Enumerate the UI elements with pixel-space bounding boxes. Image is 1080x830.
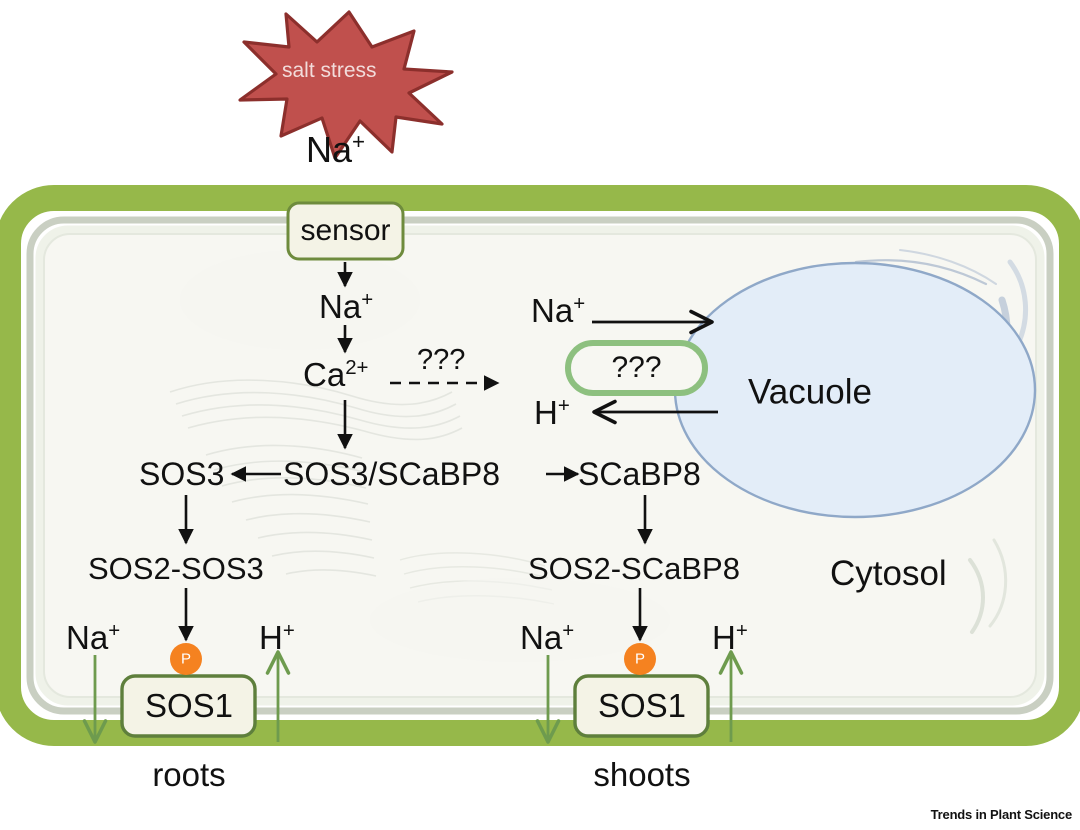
tonoplast-na-label: Na+: [531, 292, 586, 329]
shoots-h-label: H+: [712, 619, 748, 656]
extracellular-na-label: Na+Na+: [306, 129, 366, 170]
phospho-badge-shoots-label: P: [634, 650, 646, 668]
tonoplast-flux-arrows: [592, 309, 718, 425]
signalling-arrows: [178, 262, 653, 642]
salt-stress-label: salt stress: [282, 59, 377, 82]
tissue-label-shoots: shoots: [593, 756, 691, 793]
sos2-sos3-label: SOS2-SOS3: [88, 551, 264, 586]
tonoplast-transporter[interactable]: [565, 340, 708, 396]
phospho-badge-roots-label: P: [180, 650, 192, 668]
sos3-scabp8-hub-label: SOS3/SCaBP8: [283, 456, 500, 492]
roots-na-label: Na+: [66, 619, 121, 656]
journal-credit: Trends in Plant Science: [930, 807, 1073, 822]
shoots-na-label: Na+: [520, 619, 575, 656]
salt-stress-burst: [238, 10, 454, 160]
scabp8-label: SCaBP8: [578, 456, 701, 492]
unknown-link-label: ???: [417, 344, 466, 376]
tonoplast-h-label: H+: [534, 394, 570, 431]
sos2-scabp8-label: SOS2-SCaBP8: [528, 551, 740, 586]
sos1-roots-label: SOS1: [144, 687, 234, 724]
sos1-shoots-box[interactable]: [573, 674, 710, 738]
sos1-roots-box[interactable]: [120, 674, 257, 738]
sensor-label: sensor: [300, 214, 391, 247]
sensor-box[interactable]: [286, 201, 405, 261]
tonoplast-transporter-label: ???: [611, 351, 662, 384]
phospho-badge-roots: [170, 643, 202, 675]
background-organelle-texture: [169, 250, 670, 662]
tissue-label-roots: roots: [152, 756, 226, 793]
roots-h-label: H+: [259, 619, 295, 656]
plasma-membrane-flux-arrows: [82, 650, 744, 744]
phospho-badge-shoots: [624, 643, 656, 675]
vacuole-label: Vacuole: [748, 372, 872, 412]
cytosol-label: Cytosol: [830, 554, 947, 593]
cytosolic-na-label: Na+: [319, 288, 374, 325]
cytosolic-ca-label: Ca2+: [303, 356, 369, 393]
sos3-label: SOS3: [139, 456, 225, 492]
sos1-shoots-label: SOS1: [597, 687, 687, 724]
